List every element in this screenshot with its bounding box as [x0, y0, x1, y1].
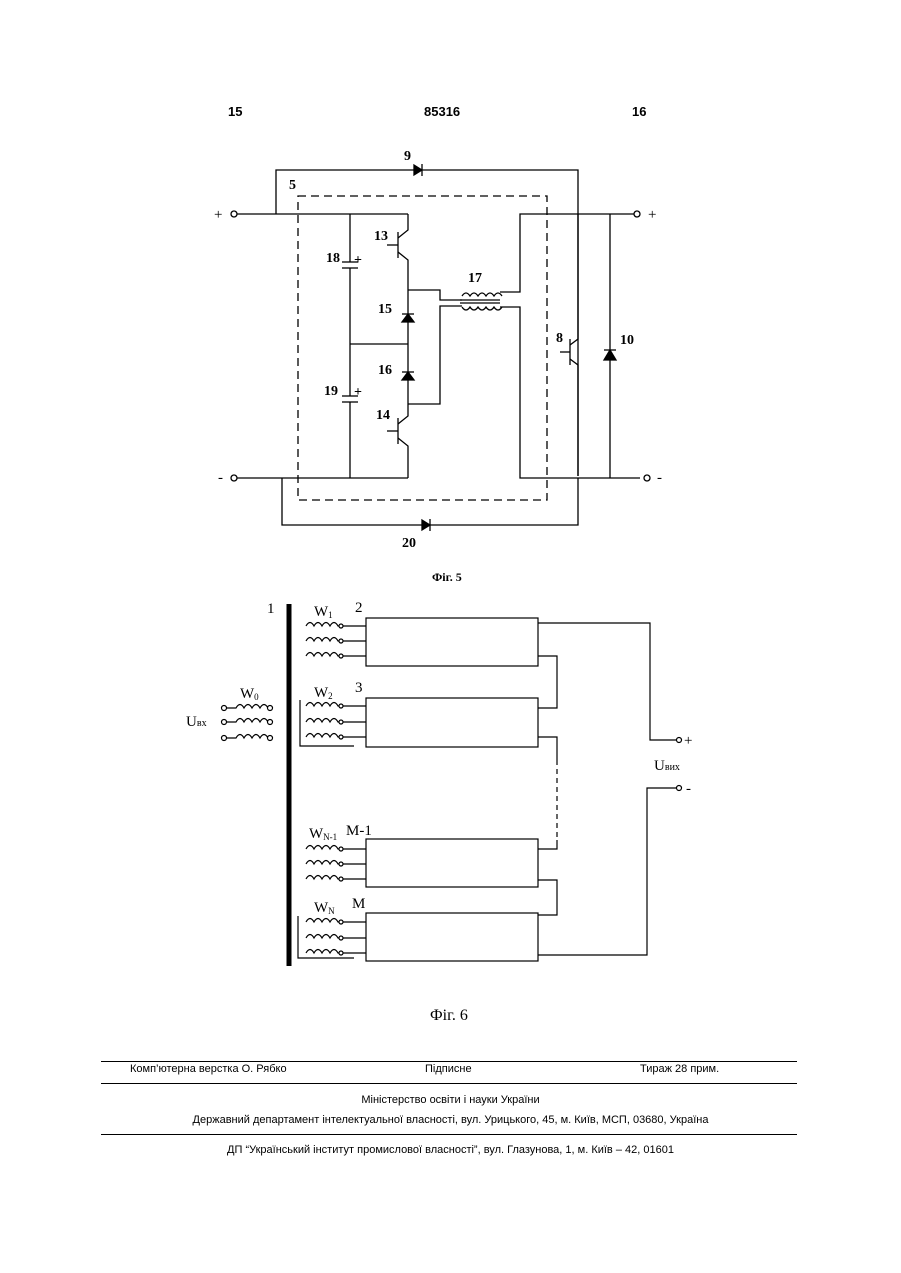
- module-2-box: [366, 618, 538, 666]
- module-m-1-box: [366, 839, 538, 887]
- terminal-out-plus: +: [684, 733, 692, 749]
- secondary-winding-w2: [300, 700, 366, 746]
- primary-winding-w0: [222, 705, 273, 741]
- label-3: 3: [355, 680, 363, 696]
- footer-institute: ДП “Український інститут промислової вла…: [0, 1144, 901, 1156]
- label-uin: Uвх: [186, 714, 207, 730]
- label-uout: Uвих: [654, 758, 680, 774]
- footer-circulation: Тираж 28 прим.: [640, 1063, 719, 1075]
- figure-6-caption: Фіг. 6: [430, 1007, 468, 1025]
- label-2: 2: [355, 600, 363, 616]
- footer-rule-top: [101, 1061, 797, 1062]
- label-wn: WN: [314, 900, 335, 916]
- label-wn-1: WN-1: [309, 826, 337, 842]
- footer-signed: Підписне: [425, 1063, 472, 1075]
- module-m-box: [366, 913, 538, 961]
- module-3-box: [366, 698, 538, 747]
- label-m: М: [352, 896, 365, 912]
- secondary-winding-wn-1: [306, 846, 366, 882]
- label-1: 1: [267, 601, 275, 617]
- footer-rule-middle: [101, 1083, 797, 1084]
- secondary-winding-wn: [298, 916, 366, 958]
- label-w1: W1: [314, 604, 333, 620]
- footer-department: Державний департамент інтелектуальної вл…: [0, 1114, 901, 1126]
- label-w2: W2: [314, 685, 333, 701]
- footer-rule-bottom: [101, 1134, 797, 1135]
- secondary-winding-w1: [306, 623, 366, 659]
- footer-ministry: Міністерство освіти і науки України: [0, 1094, 901, 1106]
- label-m-1: М-1: [346, 823, 372, 839]
- terminal-out-minus: -: [686, 781, 691, 797]
- label-w0: W0: [240, 686, 259, 702]
- footer-layout-by: Комп’ютерна верстка О. Рябко: [130, 1063, 287, 1075]
